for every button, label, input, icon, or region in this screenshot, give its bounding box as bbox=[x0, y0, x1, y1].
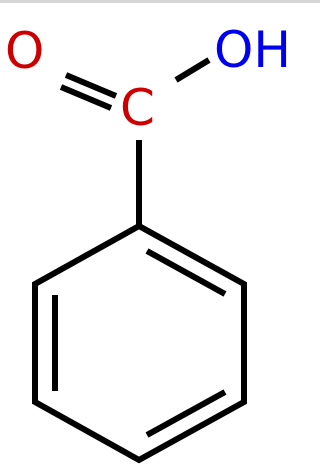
benzene-ring bbox=[32, 222, 247, 464]
carbonyl-oxygen-label: O bbox=[5, 22, 44, 80]
hydroxyl-group-label: OH bbox=[214, 21, 291, 79]
carbonyl-double-bond bbox=[59, 72, 118, 111]
hydroxyl-single-bond bbox=[174, 57, 211, 83]
carboxyl-carbon-label: C bbox=[120, 79, 155, 137]
top-border bbox=[0, 0, 320, 3]
aromatic-inner-bonds bbox=[52, 248, 227, 438]
